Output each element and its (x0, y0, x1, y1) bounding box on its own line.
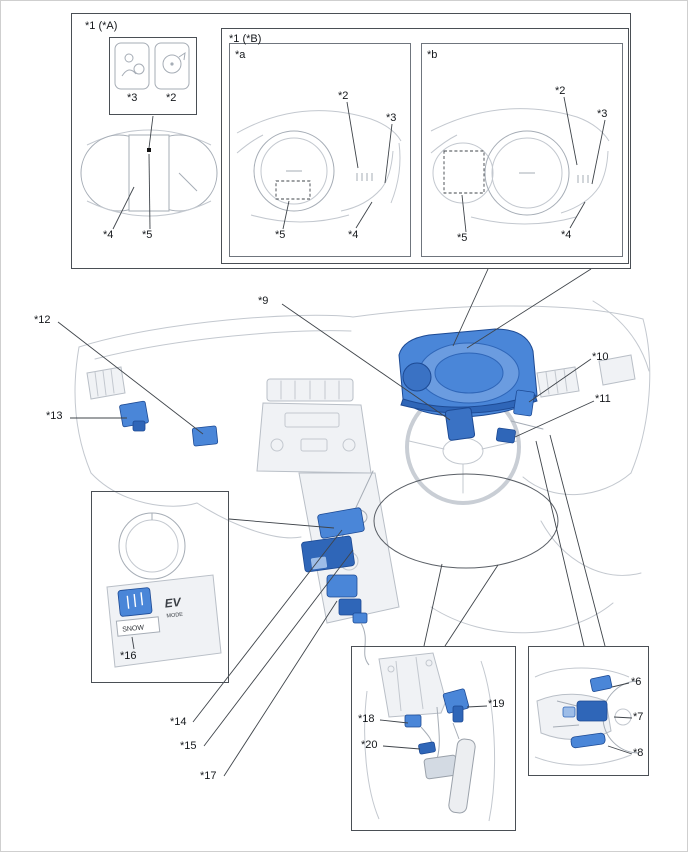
callout-16: *16 (120, 650, 137, 662)
callout-5-type-b: *5 (457, 232, 468, 244)
meter-cluster-drawing-type-a (236, 110, 402, 223)
meter-type-a-box (229, 43, 411, 257)
callout-15: *15 (180, 740, 197, 752)
callout-2-type-b: *2 (555, 85, 566, 97)
callout-12: *12 (34, 314, 51, 326)
pedal-detail-box (351, 646, 516, 831)
lower-dash-ellipse (373, 473, 559, 569)
callout-7: *7 (633, 711, 644, 723)
leader-lines (57, 96, 633, 777)
callout-1a: *1 (*A) (85, 20, 118, 32)
meter-variant-b-panel (221, 28, 629, 264)
display-position-dot (147, 148, 151, 152)
component-11-highlight (495, 427, 516, 444)
callout-4-type-a: *4 (348, 229, 359, 241)
pedal-components-highlight (404, 688, 470, 755)
steering-column-components-highlight (301, 407, 476, 666)
snow-switch-label: SNOW (122, 624, 145, 633)
column-switch-detail-art (534, 667, 640, 766)
callout-13: *13 (46, 410, 63, 422)
callout-5-meter-a: *5 (142, 229, 153, 241)
callout-20: *20 (361, 739, 378, 751)
ev-mode-logo-ev: EV (164, 595, 182, 611)
callout-19: *19 (488, 698, 505, 710)
ev-mode-logo-mode: MODE (166, 612, 183, 620)
callout-3-icons: *3 (127, 92, 138, 104)
pedal-assembly-art (364, 652, 496, 822)
callout-4-type-b: *4 (561, 229, 572, 241)
callout-2-icons: *2 (166, 92, 177, 104)
column-switch-components-highlight (562, 675, 613, 749)
callout-9: *9 (258, 295, 269, 307)
callout-17: *17 (200, 770, 217, 782)
component-13-highlight (119, 400, 149, 432)
callout-14: *14 (170, 716, 187, 728)
display-icons-box (109, 37, 197, 115)
callout-2-type-a: *2 (338, 90, 349, 102)
callout-10: *10 (592, 351, 609, 363)
callout-1b: *1 (*B) (229, 33, 262, 45)
callout-5-type-a: *5 (275, 229, 286, 241)
combination-meter-highlight (398, 328, 538, 418)
callout-type-a: *a (235, 49, 246, 61)
warning-indicator-icon-a (114, 42, 150, 90)
meter-cluster-drawing-type-b (430, 108, 610, 225)
snow-switch-detail-art: SNOW EV MODE (106, 512, 222, 668)
component-10-highlight (513, 389, 535, 417)
column-switch-detail-box (528, 646, 649, 776)
callout-type-b: *b (427, 49, 438, 61)
warning-indicator-icon-b (154, 42, 190, 90)
snow-switch-detail-box (91, 491, 229, 683)
callout-11: *11 (595, 393, 611, 405)
callout-6: *6 (631, 676, 642, 688)
callout-4-meter-a: *4 (103, 229, 114, 241)
callout-3-type-a: *3 (386, 112, 397, 124)
callout-18: *18 (358, 713, 375, 725)
meter-variants-panel (71, 13, 631, 269)
callout-3-type-b: *3 (597, 108, 608, 120)
meter-type-b-box (421, 43, 623, 257)
callout-8: *8 (633, 747, 644, 759)
